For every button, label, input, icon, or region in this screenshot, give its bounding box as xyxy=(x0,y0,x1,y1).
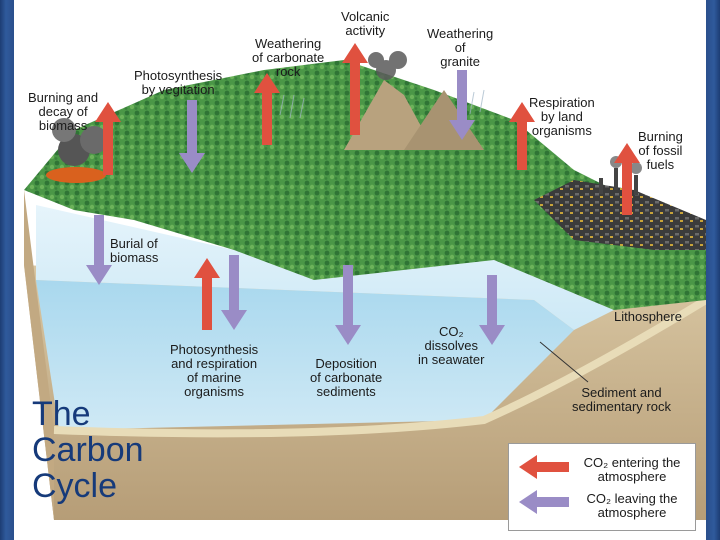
legend-line: CO₂ entering the xyxy=(577,456,687,470)
legend-line: atmosphere xyxy=(577,506,687,520)
label-line: of marine xyxy=(170,371,258,385)
label-line: dissolves xyxy=(418,339,484,353)
label-line: decay of xyxy=(28,105,98,119)
label-line: rock xyxy=(252,65,324,79)
label-line: activity xyxy=(341,24,389,38)
title-line: Carbon xyxy=(32,432,144,468)
label-respiration-land: Respiration by land organisms xyxy=(529,96,595,138)
label-burning-fossil: Burning of fossil fuels xyxy=(638,130,683,172)
label-weathering-granite: Weathering of granite xyxy=(427,27,493,69)
label-line: and respiration xyxy=(170,357,258,371)
label-line: Photosynthesis xyxy=(170,343,258,357)
label-line: in seawater xyxy=(418,353,484,367)
label-line: organisms xyxy=(529,124,595,138)
label-line: Deposition xyxy=(310,357,382,371)
label-line: biomass xyxy=(110,251,158,265)
label-line: fuels xyxy=(638,158,683,172)
label-line: Sediment and xyxy=(572,386,671,400)
label-sediment: Sediment and sedimentary rock xyxy=(572,386,671,414)
legend-line: CO₂ leaving the xyxy=(577,492,687,506)
label-photosynthesis-vegetation: Photosynthesis by vegitation xyxy=(134,69,222,97)
legend-line: atmosphere xyxy=(577,470,687,484)
label-line: Weathering xyxy=(252,37,324,51)
label-line: Burning and xyxy=(28,91,98,105)
label-line: Photosynthesis xyxy=(134,69,222,83)
legend-arrow-leaving xyxy=(519,490,569,514)
legend-entering-label: CO₂ entering the atmosphere xyxy=(577,456,687,484)
label-line: Lithosphere xyxy=(614,310,682,324)
label-line: Burning xyxy=(638,130,683,144)
label-line: Respiration xyxy=(529,96,595,110)
diagram-panel: Volcanic activity Weathering of carbonat… xyxy=(14,0,706,540)
title-line: Cycle xyxy=(32,468,144,504)
label-weathering-carbonate: Weathering of carbonate rock xyxy=(252,37,324,79)
label-line: of fossil xyxy=(638,144,683,158)
label-line: by land xyxy=(529,110,595,124)
legend-leaving-label: CO₂ leaving the atmosphere xyxy=(577,492,687,520)
label-line: granite xyxy=(427,55,493,69)
label-line: of carbonate xyxy=(310,371,382,385)
label-deposition: Deposition of carbonate sediments xyxy=(310,357,382,399)
label-line: sedimentary rock xyxy=(572,400,671,414)
label-line: Weathering xyxy=(427,27,493,41)
label-line: organisms xyxy=(170,385,258,399)
label-co2-dissolves: CO₂ dissolves in seawater xyxy=(418,325,484,367)
slide-title: The Carbon Cycle xyxy=(32,396,144,504)
label-line: of xyxy=(427,41,493,55)
label-line: Burial of xyxy=(110,237,158,251)
label-line: biomass xyxy=(28,119,98,133)
legend-arrow-entering xyxy=(519,455,569,479)
label-burial-biomass: Burial of biomass xyxy=(110,237,158,265)
label-line: by vegitation xyxy=(134,83,222,97)
label-photosynthesis-marine: Photosynthesis and respiration of marine… xyxy=(170,343,258,399)
label-line: of carbonate xyxy=(252,51,324,65)
label-lithosphere: Lithosphere xyxy=(614,310,682,324)
label-line: CO₂ xyxy=(418,325,484,339)
label-volcanic: Volcanic activity xyxy=(341,10,389,38)
label-line: Volcanic xyxy=(341,10,389,24)
label-line: sediments xyxy=(310,385,382,399)
title-line: The xyxy=(32,396,144,432)
legend: CO₂ entering the atmosphere CO₂ leaving … xyxy=(508,443,696,531)
label-burning-biomass: Burning and decay of biomass xyxy=(28,91,98,133)
